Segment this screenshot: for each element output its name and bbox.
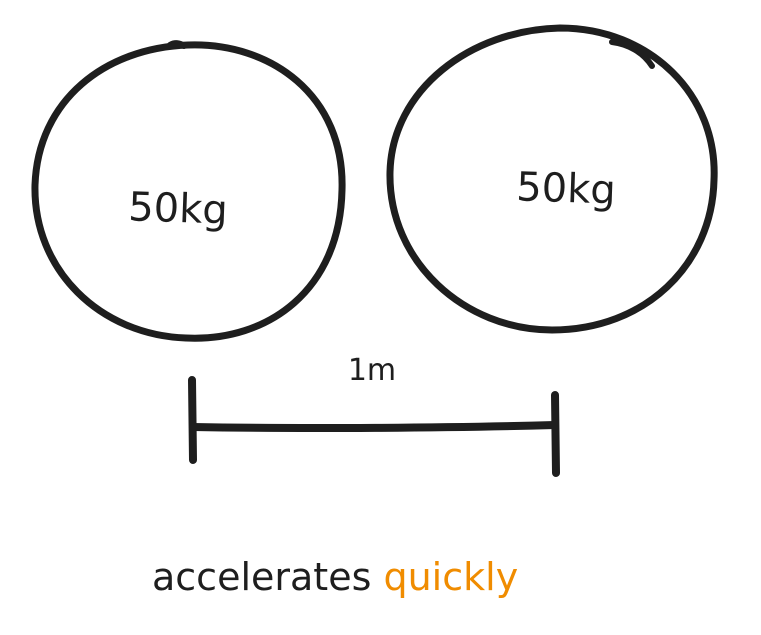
caption-quickly: quickly — [383, 555, 518, 599]
distance-marker[interactable]: 1m — [188, 353, 560, 477]
right-mass-circle — [386, 24, 718, 334]
caption: accelerates quickly — [152, 555, 518, 599]
right-mass[interactable]: 50kg — [386, 24, 718, 334]
left-mass[interactable]: 50kg — [31, 40, 346, 342]
left-mass-circle — [31, 41, 346, 342]
caption-accelerates: accelerates — [152, 555, 371, 599]
left-mass-sketch-tick — [167, 40, 187, 49]
distance-right-tick — [551, 391, 560, 477]
right-mass-label: 50kg — [516, 164, 617, 213]
distance-left-tick — [188, 376, 197, 464]
distance-label: 1m — [348, 353, 396, 388]
left-mass-label: 50kg — [128, 184, 229, 233]
caption-space — [371, 555, 383, 599]
right-mass-sketch-tick — [609, 39, 655, 69]
distance-line — [189, 421, 559, 433]
caption-text: accelerates quickly — [152, 555, 518, 599]
